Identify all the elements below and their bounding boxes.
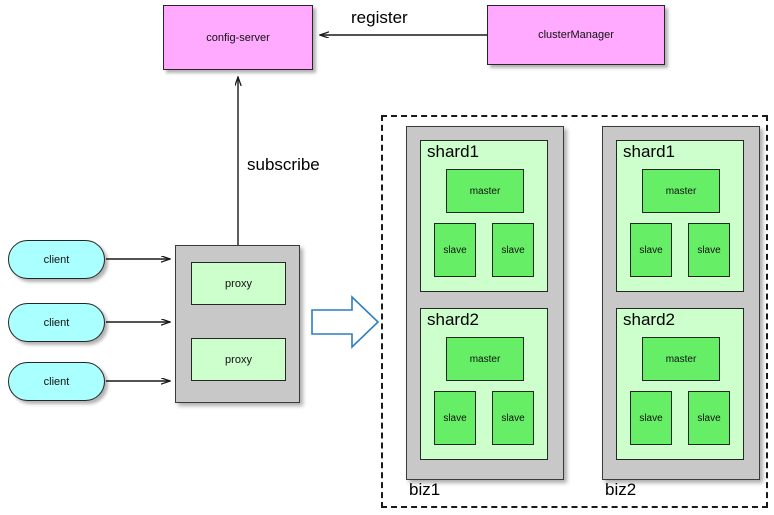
shard-title: shard1: [427, 142, 479, 161]
shard-container-biz1-shard1: shard1 master slave slave: [420, 140, 548, 292]
blue-block-arrow-icon: [311, 295, 380, 349]
slave-node-1[interactable]: slave: [630, 391, 672, 445]
master-label: master: [665, 185, 697, 197]
master-node[interactable]: master: [642, 337, 720, 381]
client-node-3[interactable]: client: [8, 362, 105, 401]
shard-title: shard1: [623, 142, 675, 161]
slave-node-2[interactable]: slave: [688, 391, 730, 445]
slave-node-1[interactable]: slave: [434, 223, 476, 277]
slave-label: slave: [443, 412, 467, 424]
master-label: master: [469, 353, 501, 365]
shard-container-biz2-shard1: shard1 master slave slave: [616, 140, 744, 292]
proxy-node-1[interactable]: proxy: [191, 262, 286, 305]
biz-cluster-biz1: shard1 master slave slave shard2 master …: [406, 126, 564, 480]
slave-label: slave: [501, 412, 525, 424]
slave-label: slave: [639, 412, 663, 424]
cluster-manager-node[interactable]: clusterManager: [487, 5, 665, 65]
slave-node-2[interactable]: slave: [492, 223, 534, 277]
master-node[interactable]: master: [446, 169, 524, 213]
config-server-label: config-server: [206, 31, 270, 44]
shard-container-biz2-shard2: shard2 master slave slave: [616, 308, 744, 460]
proxy-label: proxy: [225, 353, 252, 366]
shard-title: shard2: [623, 310, 675, 329]
client-label: client: [43, 316, 70, 329]
register-edge-label: register: [351, 8, 408, 27]
master-node[interactable]: master: [642, 169, 720, 213]
shard-container-biz1-shard2: shard2 master slave slave: [420, 308, 548, 460]
proxy-node-2[interactable]: proxy: [191, 338, 286, 381]
slave-node-1[interactable]: slave: [434, 391, 476, 445]
biz-cluster-label-biz1: biz1: [409, 480, 441, 499]
cluster-manager-label: clusterManager: [538, 29, 614, 41]
master-label: master: [665, 353, 697, 365]
slave-label: slave: [697, 412, 721, 424]
slave-label: slave: [443, 244, 467, 256]
master-label: master: [469, 185, 501, 197]
client-node-2[interactable]: client: [8, 303, 105, 342]
cluster-region-outline: [381, 115, 768, 508]
client-node-1[interactable]: client: [8, 240, 105, 279]
slave-label: slave: [697, 244, 721, 256]
shard-title: shard2: [427, 310, 479, 329]
client-label: client: [43, 253, 70, 266]
slave-label: slave: [501, 244, 525, 256]
proxy-label: proxy: [225, 277, 252, 290]
biz-cluster-biz2: shard1 master slave slave shard2 master …: [602, 126, 760, 480]
slave-node-2[interactable]: slave: [688, 223, 730, 277]
slave-label: slave: [639, 244, 663, 256]
slave-node-2[interactable]: slave: [492, 391, 534, 445]
biz-cluster-label-biz2: biz2: [605, 480, 637, 499]
slave-node-1[interactable]: slave: [630, 223, 672, 277]
config-server-node[interactable]: config-server: [163, 5, 313, 70]
proxy-group-container: proxy proxy: [175, 245, 300, 403]
subscribe-edge-label: subscribe: [247, 155, 320, 174]
client-label: client: [43, 375, 70, 388]
master-node[interactable]: master: [446, 337, 524, 381]
